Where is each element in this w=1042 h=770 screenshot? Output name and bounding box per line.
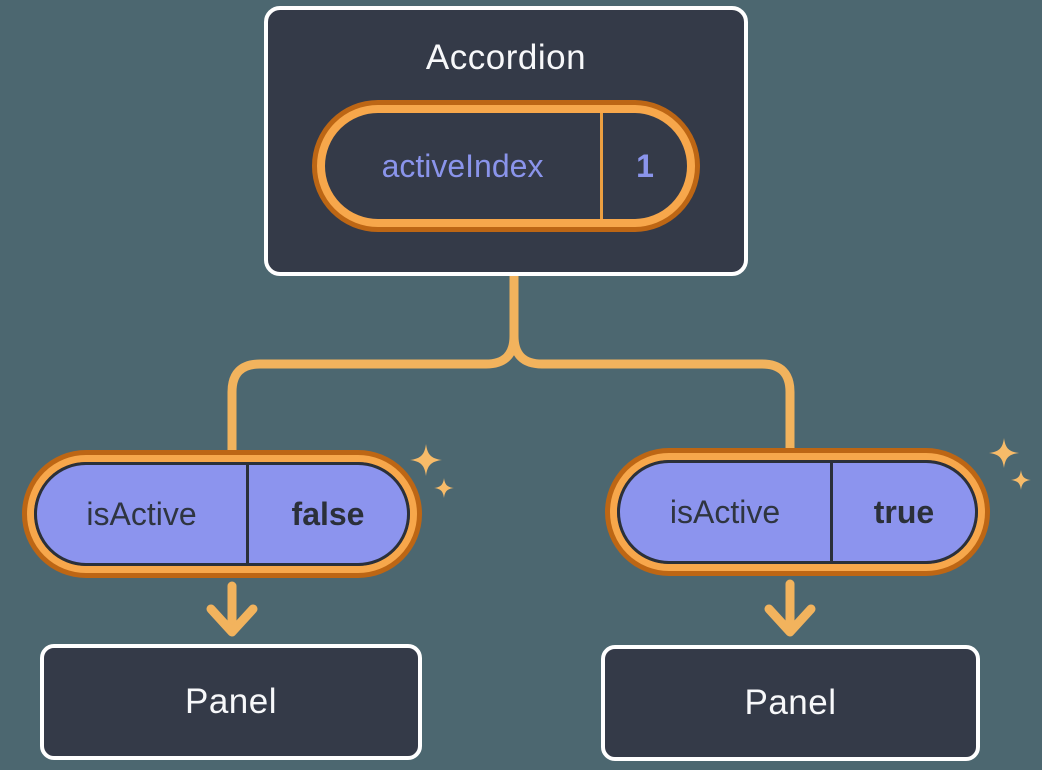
prop-name-label: isActive [86, 495, 197, 532]
accordion-node-title: Accordion [425, 38, 587, 77]
prop-pill-inner: isActive false [34, 462, 410, 566]
pill-divider [600, 113, 603, 219]
sparkle-icon [1011, 470, 1031, 490]
pill-divider [830, 463, 833, 561]
prop-value-label: true [873, 493, 935, 530]
state-value-label: 1 [636, 147, 654, 184]
sparkle-icon [989, 438, 1019, 468]
panel-title: Panel [744, 683, 837, 722]
prop-name-label: isActive [669, 493, 781, 530]
panel-node-left: Panel [40, 644, 422, 760]
accordion-node: Accordion activeIndex 1 [264, 6, 748, 276]
prop-pill-is-active-false: isActive false [27, 455, 417, 573]
prop-value-label: false [291, 495, 365, 532]
prop-pill-inner: isActive true [617, 460, 978, 564]
sparkle-icon [434, 478, 454, 498]
pill-divider [246, 465, 249, 563]
panel-node-right: Panel [601, 645, 980, 761]
connector-root-to-right-child [509, 271, 795, 455]
arrow-left-head [206, 604, 258, 637]
state-name-label: activeIndex [381, 147, 544, 184]
connector-root-to-left-child [227, 271, 519, 457]
state-pill-active-index: activeIndex 1 [317, 105, 695, 227]
panel-title: Panel [184, 682, 278, 721]
prop-pill-is-active-true: isActive true [610, 453, 985, 571]
arrow-right-head [764, 604, 816, 637]
sparkle-icon [410, 444, 442, 476]
